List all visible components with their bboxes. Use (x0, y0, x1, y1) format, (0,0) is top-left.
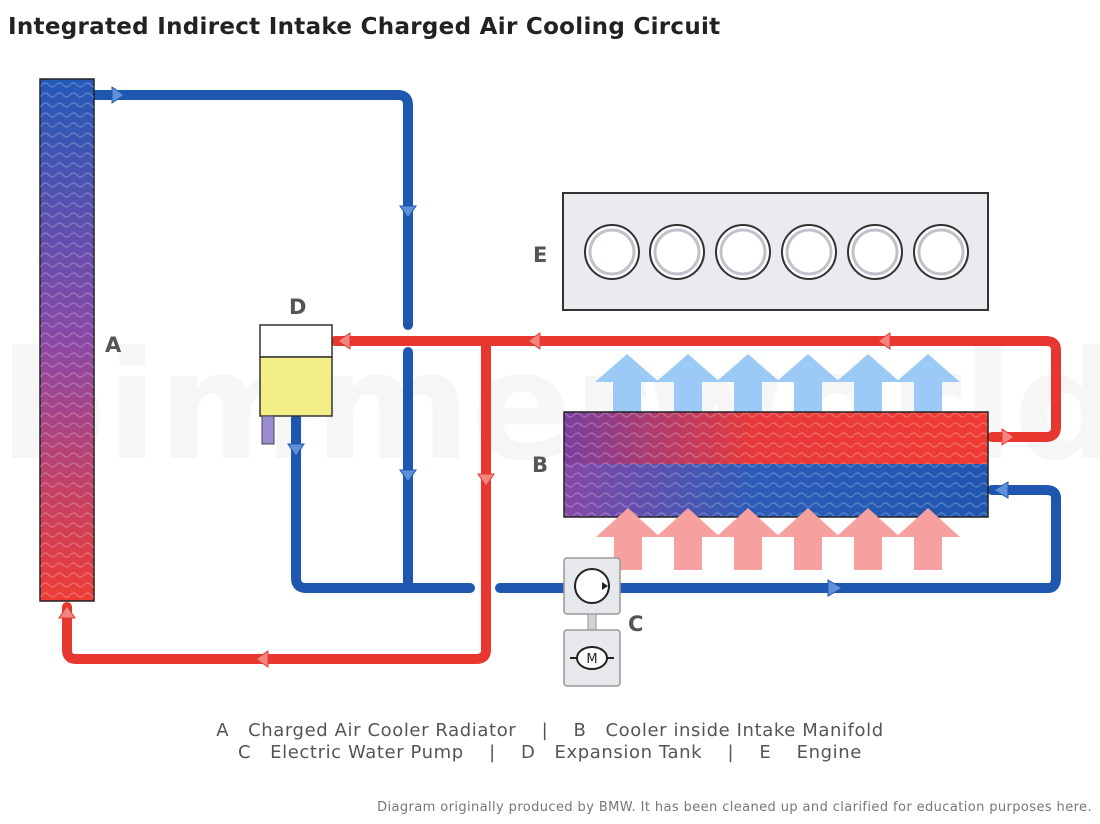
cold-line-radiator-to-return (89, 90, 413, 330)
cylinder-2 (649, 224, 705, 280)
engine-cylinders (584, 224, 969, 280)
label-a: A (105, 333, 122, 357)
cylinder-1 (584, 224, 640, 280)
expansion-tank (259, 324, 333, 445)
cold-line-bottom (291, 413, 475, 593)
label-b: B (532, 453, 548, 477)
label-e: E (533, 243, 547, 267)
hot-line-cooler-out (330, 336, 1061, 442)
hot-line-to-radiator (62, 336, 491, 664)
credit-note: Diagram originally produced by BMW. It h… (377, 800, 1092, 815)
legend-line-2: C Electric Water Pump | D Expansion Tank… (238, 742, 862, 763)
charged-air-arrows (596, 508, 960, 570)
cylinder-3 (715, 224, 771, 280)
label-c: C (628, 612, 643, 636)
hot-flow-arrows (58, 332, 1015, 668)
legend-line-1: A Charged Air Cooler Radiator | B Cooler… (216, 720, 884, 741)
cylinder-6 (913, 224, 969, 280)
label-d: D (289, 295, 306, 319)
intake-manifold-cooler (563, 411, 989, 518)
cold-flow-arrows (111, 86, 1009, 597)
motor-icon: M (586, 652, 597, 667)
cylinder-5 (847, 224, 903, 280)
hot-coolant-lines (62, 336, 1061, 664)
cooled-air-arrows (595, 354, 960, 416)
page-title: Integrated Indirect Intake Charged Air C… (8, 14, 721, 40)
cold-coolant-lines (89, 90, 1061, 593)
electric-water-pump: M (563, 557, 621, 687)
charged-air-cooler-radiator (39, 78, 95, 602)
cylinder-4 (781, 224, 837, 280)
engine-block (562, 192, 989, 311)
cold-line-pump-to-cooler (495, 485, 1061, 593)
